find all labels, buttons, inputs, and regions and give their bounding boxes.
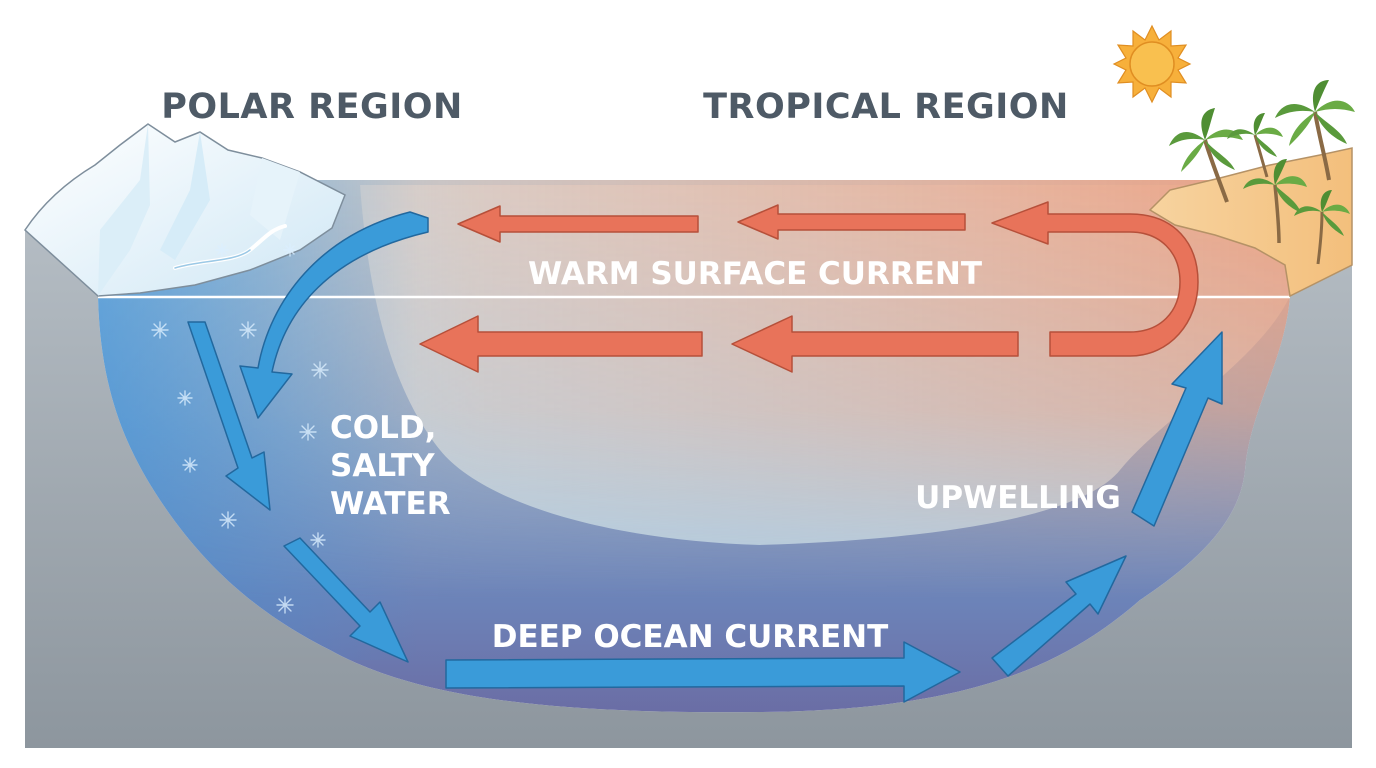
snowflake-icon [151,243,329,614]
tropical-region-label: TROPICAL REGION [703,87,1069,127]
cold-salty-water-label-line-3: WATER [330,486,451,522]
cold-arrow-sinking-curve [239,211,429,419]
upwelling-label: UPWELLING [915,480,1121,516]
iceberg-icon [24,123,346,297]
land-mass [25,230,1352,748]
warm-arrow-bottom-1 [419,315,703,373]
cold-current-arrows [187,211,1223,703]
cold-arrow-down-2 [283,537,409,663]
warm-arrow-uturn [991,201,1199,357]
warm-arrow-top-2 [737,204,966,240]
polar-region-label: POLAR REGION [161,87,463,127]
warm-arrow-bottom-2 [731,315,1019,373]
sun-icon [1112,24,1192,104]
cold-salty-water-label-line-1: COLD, [330,410,436,446]
deep-ocean-current-label: DEEP OCEAN CURRENT [492,619,889,655]
cold-salty-water-label-line-2: SALTY [330,448,435,484]
palm-tree-icon [1169,80,1355,265]
warm-surface-arrows [419,201,1199,373]
up-arrow-1 [991,555,1127,677]
warm-surface-current-label: WARM SURFACE CURRENT [528,256,982,292]
warm-arrow-top-1 [457,205,699,243]
deep-arrow-bottom [445,641,961,703]
up-arrow-2 [1131,331,1223,527]
cold-arrow-down-1 [187,321,271,511]
